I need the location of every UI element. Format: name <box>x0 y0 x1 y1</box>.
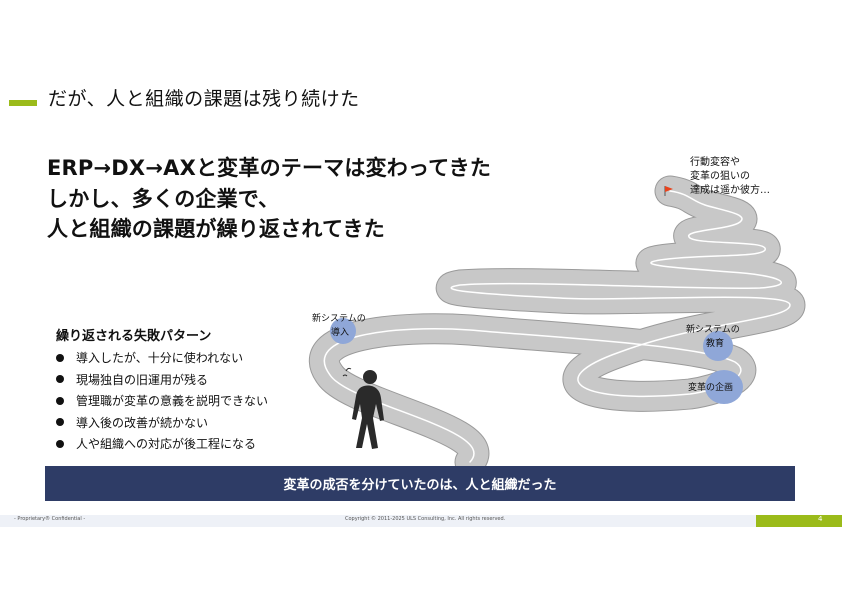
headline-1: ERP→DX→AXと変革のテーマは変わってきた <box>47 156 492 180</box>
headline-3: 人と組織の課題が繰り返されてきた <box>47 217 385 241</box>
goal-caption: 行動変容や 変革の狙いの 達成は遥か彼方… <box>690 156 770 198</box>
milestone-2-label-line2: 教育 <box>706 339 725 349</box>
milestone-3-label: 変革の企画 <box>688 383 734 393</box>
list-item: 人や組織への対応が後工程になる <box>56 433 268 455</box>
list-item: 現場独自の旧運用が残る <box>56 369 268 391</box>
slide-title: だが、人と組織の課題は残り続けた <box>48 88 360 110</box>
footer-page-block <box>756 515 842 527</box>
road-lane-line <box>323 190 791 463</box>
conclusion-text: 変革の成否を分けていたのは、人と組織だった <box>283 478 557 493</box>
milestone-1-label-line1: 新システムの <box>312 314 366 324</box>
bullet-icon <box>56 418 64 427</box>
list-item: 導入したが、十分に使われない <box>56 347 268 369</box>
list-item: 管理職が変革の意義を説明できない <box>56 390 268 412</box>
footer-bar <box>0 515 842 527</box>
goal-flag-icon <box>664 186 673 196</box>
failure-patterns-list: 導入したが、十分に使われない 現場独自の旧運用が残る 管理職が変革の意義を説明で… <box>56 347 268 455</box>
headline-2: しかし、多くの企業で、 <box>47 187 280 211</box>
list-item: 導入後の改善が続かない <box>56 412 268 434</box>
milestone-2-label-line1: 新システムの <box>686 325 740 335</box>
footer-confidential: - Proprietary® Confidential - <box>14 516 86 522</box>
title-accent-bar <box>9 100 37 106</box>
goal-line-2: 変革の狙いの <box>690 171 750 182</box>
page-number: 4 <box>818 515 823 523</box>
conclusion-banner: 変革の成否を分けていたのは、人と組織だった <box>45 466 795 501</box>
footer-copyright: Copyright © 2011-2025 ULS Consulting, In… <box>345 516 506 522</box>
bullet-icon <box>56 353 64 362</box>
goal-line-1: 行動変容や <box>690 157 740 168</box>
walking-person-icon <box>342 367 384 449</box>
bullet-icon <box>56 375 64 384</box>
milestone-change-planning <box>705 370 743 404</box>
milestone-new-system-intro <box>330 318 356 344</box>
bullet-icon <box>56 396 64 405</box>
bullet-icon <box>56 439 64 448</box>
goal-line-3: 達成は遥か彼方… <box>690 185 770 196</box>
failure-patterns-heading: 繰り返される失敗パターン <box>56 329 212 344</box>
milestone-1-label-line2: 導入 <box>331 328 350 338</box>
milestone-new-system-training <box>703 331 733 361</box>
